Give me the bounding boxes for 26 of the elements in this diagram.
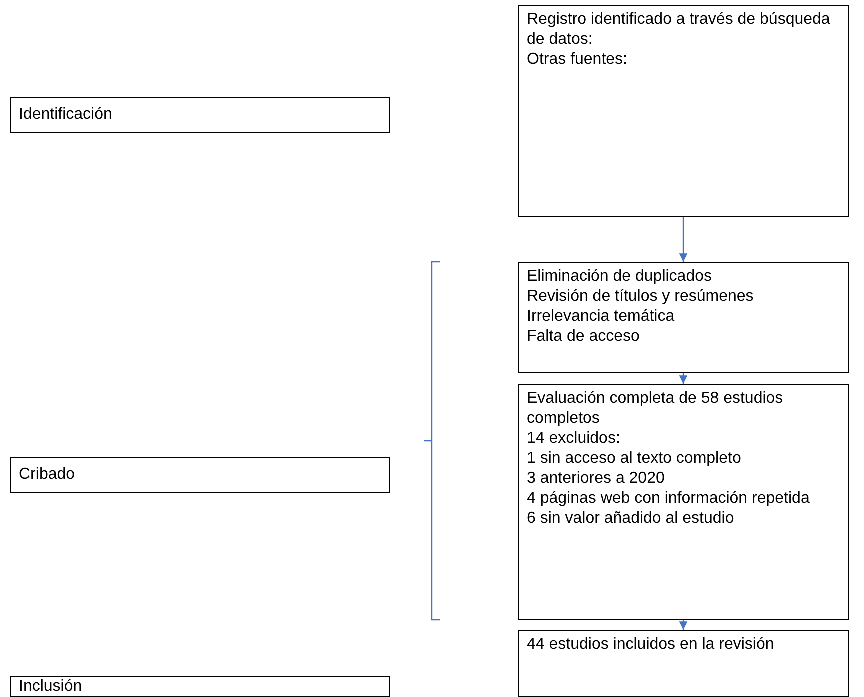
- process-box: [518, 384, 849, 620]
- arrow: [679, 620, 688, 630]
- process-box: [10, 676, 390, 697]
- box-text: Otras fuentes:: [527, 50, 628, 70]
- box-text: 1 sin acceso al texto completo: [527, 449, 742, 469]
- box-text: Cribado: [19, 465, 76, 485]
- box-text: 4 páginas web con información repetida: [527, 489, 811, 509]
- process-box: [10, 97, 390, 133]
- box-text: Eliminación de duplicados: [527, 267, 713, 287]
- process-box: [518, 630, 849, 697]
- arrow: [679, 217, 688, 262]
- box-text: Falta de acceso: [527, 327, 641, 347]
- box-text: 44 estudios incluidos en la revisión: [527, 635, 776, 655]
- box-text: 3 anteriores a 2020: [527, 469, 666, 489]
- process-box: [518, 262, 849, 373]
- box-text: Evaluación completa de 58 estudios completos: [527, 389, 784, 429]
- arrow: [679, 373, 688, 384]
- box-text: Identificación: [19, 105, 114, 125]
- process-box: [10, 457, 390, 493]
- box-text: Revisión de títulos y resúmenes: [527, 287, 755, 307]
- process-box: [518, 5, 849, 217]
- box-text: 6 sin valor añadido al estudio: [527, 509, 736, 529]
- box-text: Inclusión: [19, 676, 84, 696]
- box-text: 14 excluidos:: [527, 429, 622, 449]
- box-text: Registro identificado a través de búsqueda de datos:: [527, 10, 832, 50]
- box-text: Irrelevancia temática: [527, 307, 676, 327]
